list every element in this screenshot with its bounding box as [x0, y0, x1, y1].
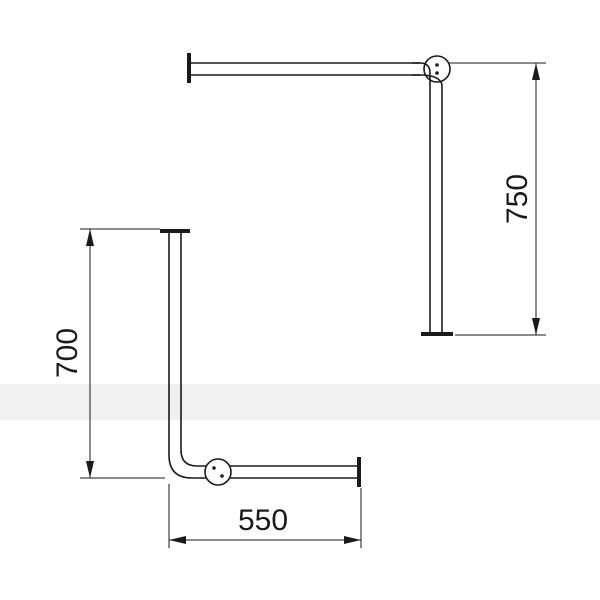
upper-height-label: 750 — [501, 174, 534, 224]
lower-rosette — [204, 458, 232, 486]
lower-dim-arrow-bottom — [86, 461, 94, 478]
lower-top-flange — [160, 229, 190, 233]
lower-dim-arrow-top — [86, 229, 94, 246]
lower-dim-arrow-right — [344, 536, 361, 544]
upper-screw-2 — [435, 71, 439, 75]
lower-height-label: 700 — [51, 328, 84, 378]
upper-wall-flange — [187, 53, 191, 83]
lower-width-label: 550 — [238, 504, 288, 537]
upper-screw-1 — [435, 63, 439, 67]
upper-grab-bar: 750 — [187, 53, 546, 336]
upper-floor-flange — [421, 332, 453, 336]
lower-screw-1 — [212, 466, 216, 470]
upper-dim-arrow-top — [532, 63, 540, 80]
background-band — [0, 384, 600, 420]
lower-bar-outer — [168, 233, 357, 479]
upper-vertical-bar-right — [412, 74, 443, 333]
lower-screw-2 — [220, 474, 224, 478]
lower-bar-inner — [180, 233, 357, 467]
lower-dim-arrow-left — [169, 536, 186, 544]
upper-dim-arrow-bottom — [532, 318, 540, 335]
upper-vertical-bar-left — [412, 62, 431, 333]
lower-grab-bar: 700 550 — [51, 228, 362, 548]
lower-side-flange — [357, 457, 361, 487]
